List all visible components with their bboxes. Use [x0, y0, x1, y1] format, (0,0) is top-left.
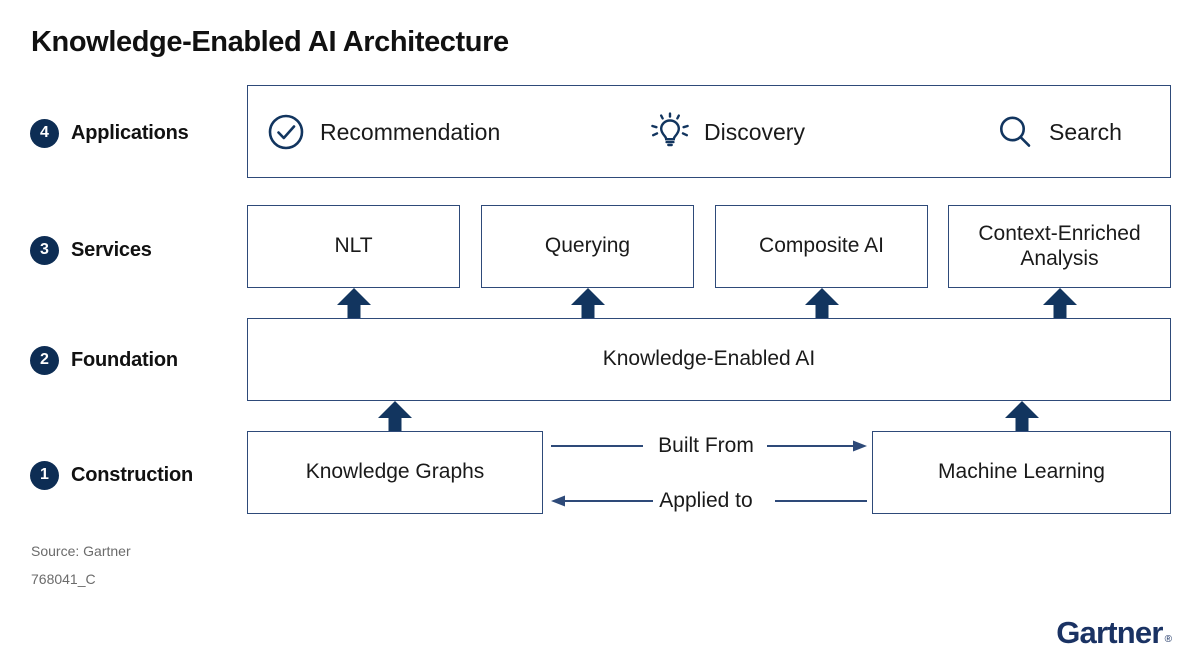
- connector-label-built-from: Built From: [658, 434, 754, 457]
- row-number-badge-4: 4: [30, 118, 59, 148]
- row-label-applications: 4 Applications: [30, 118, 189, 148]
- construction-box-knowledge-graphs[interactable]: Knowledge Graphs: [247, 431, 543, 514]
- row-label-text-services: Services: [71, 238, 152, 261]
- row-label-foundation: 2 Foundation: [30, 345, 178, 375]
- row-number-badge-2: 2: [30, 345, 59, 375]
- row-number-badge-1: 1: [30, 460, 59, 490]
- construction-box-machine-learning[interactable]: Machine Learning: [872, 431, 1171, 514]
- service-box-nlt[interactable]: NLT: [247, 205, 460, 288]
- row-label-text-foundation: Foundation: [71, 348, 178, 371]
- up-arrow-knowledge-graphs-to-foundation: [378, 401, 412, 431]
- up-arrow-machine-learning-to-foundation: [1005, 401, 1039, 431]
- up-arrow-foundation-to-nlt: [337, 288, 371, 318]
- application-label-recommendation: Recommendation: [320, 118, 501, 145]
- gartner-logo: Gartner ®: [1056, 617, 1172, 648]
- service-box-querying[interactable]: Querying: [481, 205, 694, 288]
- application-label-search: Search: [1049, 118, 1122, 145]
- service-label-nlt: NLT: [334, 234, 373, 258]
- application-item-discovery[interactable]: Discovery: [650, 112, 805, 152]
- source-attribution: Source: Gartner: [31, 543, 131, 559]
- gartner-registered-mark: ®: [1164, 634, 1172, 645]
- up-arrow-foundation-to-querying: [571, 288, 605, 318]
- construction-label-knowledge-graphs: Knowledge Graphs: [305, 460, 485, 484]
- row-number-badge-3: 3: [30, 235, 59, 265]
- row-label-text-construction: Construction: [71, 463, 194, 486]
- row-label-services: 3 Services: [30, 235, 152, 265]
- lightbulb-icon: [651, 112, 689, 147]
- row-label-construction: 1 Construction: [30, 460, 193, 490]
- application-label-discovery: Discovery: [704, 118, 805, 145]
- foundation-label: Knowledge-Enabled AI: [602, 347, 816, 371]
- service-label-querying: Querying: [544, 234, 631, 258]
- construction-label-machine-learning: Machine Learning: [938, 460, 1105, 484]
- document-id: 768041_C: [31, 571, 96, 587]
- service-label-composite-ai: Composite AI: [759, 234, 884, 258]
- foundation-box[interactable]: Knowledge-Enabled AI: [247, 318, 1171, 401]
- service-box-context-enriched-analysis[interactable]: Context-Enriched Analysis: [948, 205, 1171, 288]
- service-box-composite-ai[interactable]: Composite AI: [715, 205, 928, 288]
- check-circle-icon: [268, 114, 304, 150]
- connector-applied-to: [551, 495, 867, 507]
- service-label-context-enriched-analysis: Context-Enriched Analysis: [978, 221, 1141, 270]
- application-item-recommendation[interactable]: Recommendation: [266, 112, 500, 152]
- up-arrow-foundation-to-composite-ai: [805, 288, 839, 318]
- magnifier-icon: [1000, 116, 1031, 147]
- up-arrow-foundation-to-context-enriched-analysis: [1043, 288, 1077, 318]
- applications-band-box: [247, 85, 1171, 178]
- application-item-search[interactable]: Search: [995, 112, 1122, 152]
- page-title: Knowledge-Enabled AI Architecture: [31, 26, 509, 58]
- connector-built-from: [551, 440, 867, 452]
- row-label-text-applications: Applications: [71, 121, 189, 144]
- connector-label-applied-to: Applied to: [659, 489, 753, 512]
- gartner-logo-text: Gartner: [1056, 615, 1163, 650]
